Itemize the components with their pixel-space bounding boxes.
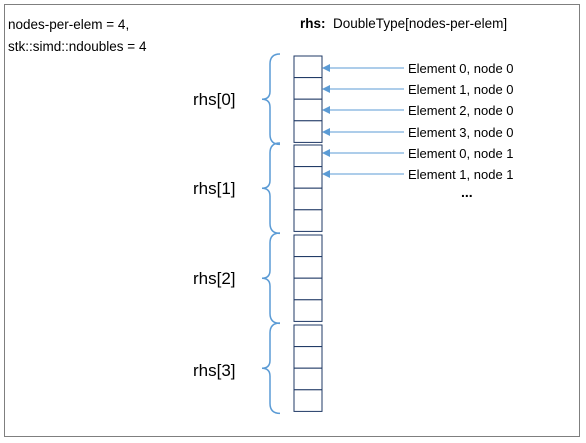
group-label-rhs2: rhs[2] [193,269,236,288]
element-label: Element 0, node 0 [408,61,514,76]
ellipsis: ... [461,184,473,200]
group-label-rhs3: rhs[3] [193,361,236,380]
parameters-note: nodes-per-elem = 4, stk::simd::ndoubles … [8,14,146,58]
array-cell [293,346,323,369]
element-label: Element 2, node 0 [408,103,514,118]
rhs-title-type: DoubleType[nodes-per-elem] [333,16,508,31]
array-cell [293,55,323,79]
element-label: Element 0, node 1 [408,146,514,161]
diagram-frame [4,4,580,437]
element-arrows [322,64,404,178]
array-cell [293,120,323,143]
array-cell [293,299,323,322]
group-brace [261,142,281,235]
array-cell [293,277,323,301]
array-cell [293,324,323,348]
element-label: Element 1, node 0 [408,82,514,97]
rhs-title: rhs: DoubleType[nodes-per-elem] [300,16,507,31]
array-cell [293,367,323,391]
array-cell [293,77,323,100]
array-cell [293,389,323,412]
group-label-rhs1: rhs[1] [193,179,236,198]
array-cell [293,256,323,279]
group-brace [261,232,281,325]
rhs-title-bold: rhs: [300,16,326,31]
param-simd-ndoubles: stk::simd::ndoubles = 4 [8,39,147,54]
group-braces [261,53,281,415]
group-label-rhs0: rhs[0] [193,90,236,109]
element-label: Element 1, node 1 [408,167,514,182]
array-cell [293,234,323,258]
group-brace [261,322,281,415]
array-cells [293,55,323,412]
element-label: Element 3, node 0 [408,125,514,140]
group-brace [261,53,281,146]
param-nodes-per-elem: nodes-per-elem = 4, [8,17,130,32]
array-cell [293,144,323,168]
array-cell [293,166,323,189]
array-cell [293,209,323,232]
array-cell [293,187,323,211]
array-cell [293,98,323,122]
